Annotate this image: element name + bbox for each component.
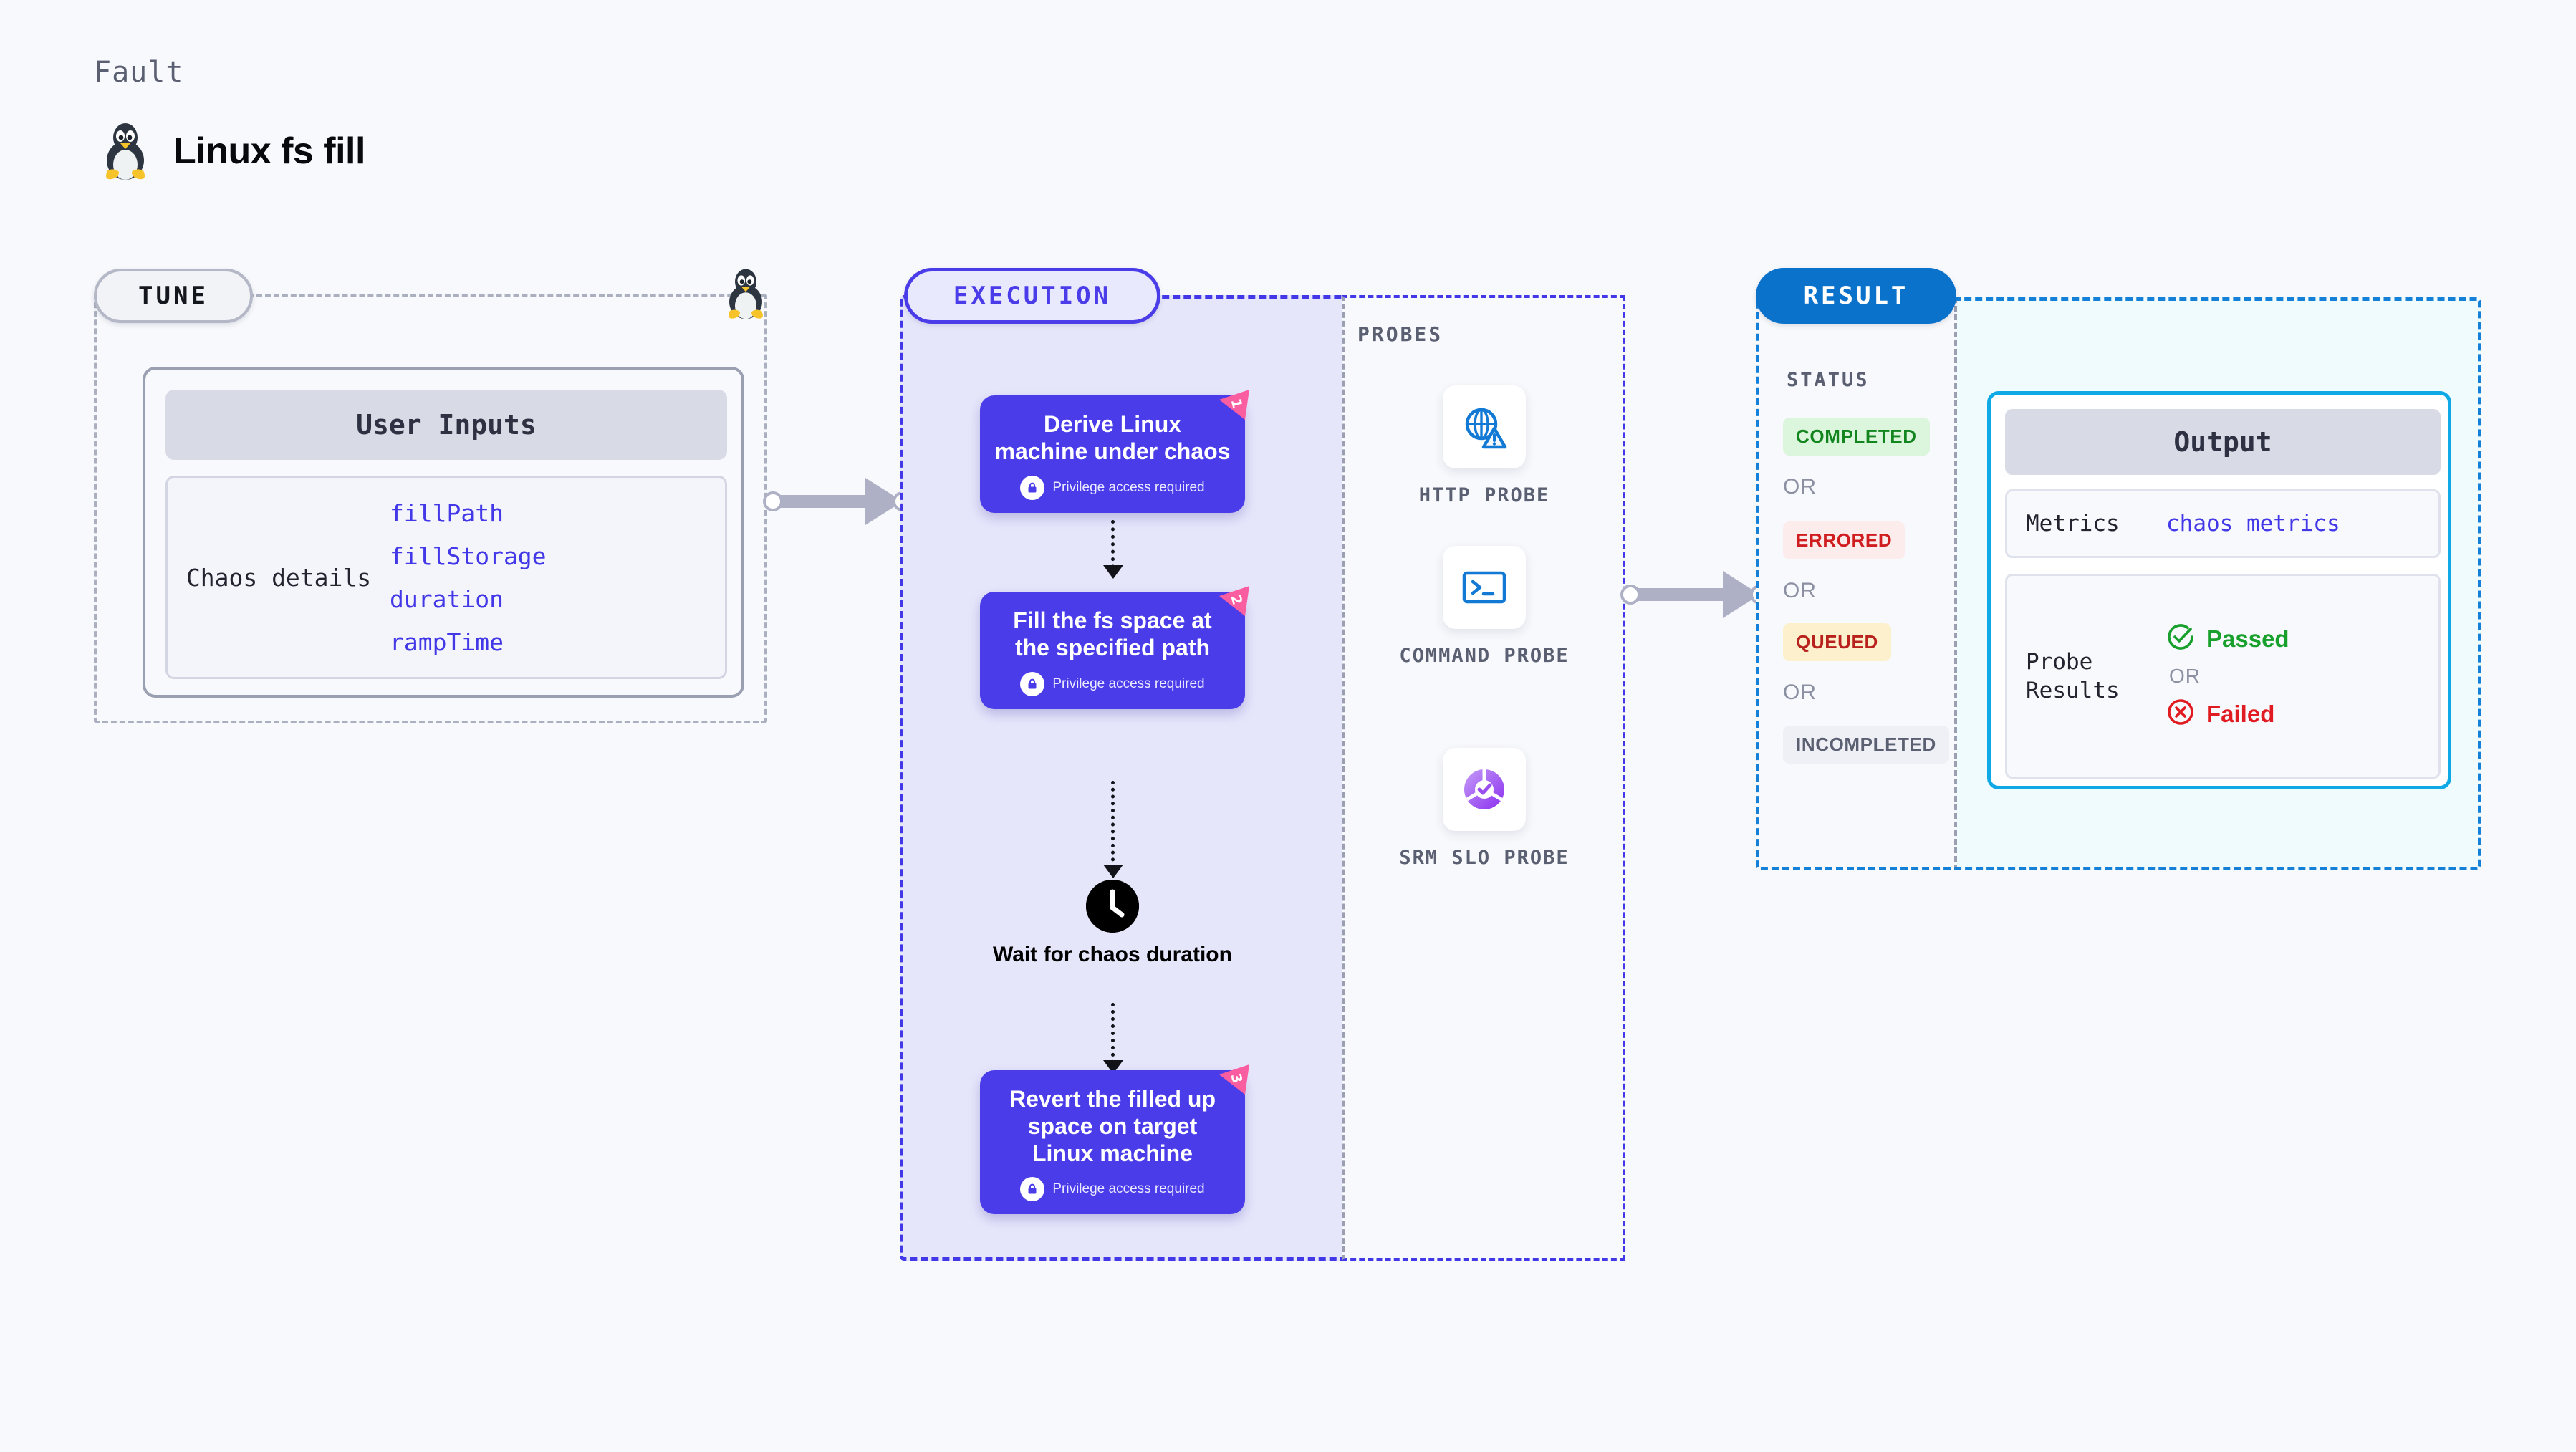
output-card: Output Metrics chaos metrics Probe Resul… bbox=[1987, 391, 2451, 789]
step-privilege-note: Privilege access required bbox=[994, 1177, 1231, 1202]
clock-icon bbox=[1086, 880, 1139, 933]
probe-label: SRM SLO PROBE bbox=[1399, 847, 1570, 869]
lock-icon bbox=[1020, 475, 1045, 500]
probe-label: COMMAND PROBE bbox=[1399, 645, 1570, 667]
result-status-column bbox=[1756, 297, 1957, 870]
param-fillpath[interactable]: fillPath bbox=[390, 499, 504, 527]
step-privilege-note: Privilege access required bbox=[994, 671, 1231, 696]
status-badge-completed: COMPLETED bbox=[1783, 418, 1930, 456]
slo-donut-check-icon bbox=[1443, 748, 1526, 831]
fault-title-row: Linux fs fill bbox=[100, 120, 365, 182]
probe-http[interactable]: HTTP PROBE bbox=[1398, 385, 1570, 509]
svg-text:2: 2 bbox=[1228, 593, 1246, 606]
step-privilege-text: Privilege access required bbox=[1052, 1181, 1205, 1197]
metrics-value[interactable]: chaos metrics bbox=[2166, 511, 2340, 537]
execution-step-1[interactable]: 1 Derive Linux machine under chaos Privi… bbox=[980, 390, 1249, 513]
status-badge-queued: QUEUED bbox=[1783, 623, 1891, 661]
output-metrics-row: Metrics chaos metrics bbox=[2005, 489, 2441, 558]
globe-warning-icon bbox=[1443, 385, 1526, 468]
status-badge-incompleted: INCOMPLETED bbox=[1783, 726, 1949, 764]
flow-arrow-1 bbox=[1103, 520, 1123, 579]
status-title: STATUS bbox=[1787, 369, 1870, 391]
x-circle-icon bbox=[2166, 698, 2195, 730]
chaos-details-params: fillPath fillStorage duration rampTime bbox=[390, 499, 547, 656]
probe-result-passed: Passed bbox=[2166, 622, 2289, 655]
step-number-flag-icon: 2 bbox=[1209, 580, 1255, 626]
lock-icon bbox=[1020, 671, 1045, 696]
param-fillstorage[interactable]: fillStorage bbox=[390, 542, 547, 570]
metrics-key: Metrics bbox=[2026, 510, 2120, 537]
tune-linux-penguin-icon bbox=[724, 266, 768, 324]
output-probe-results-row: Probe Results Passed OR bbox=[2005, 574, 2441, 779]
probe-label: HTTP PROBE bbox=[1418, 484, 1550, 506]
result-panel bbox=[1756, 297, 2481, 870]
step-privilege-note: Privilege access required bbox=[994, 475, 1231, 500]
execution-step-3[interactable]: 3 Revert the filled up space on target L… bbox=[980, 1064, 1249, 1215]
step-title: Fill the fs space at the specified path bbox=[1013, 607, 1212, 660]
status-or-1: OR bbox=[1783, 475, 1817, 499]
param-duration[interactable]: duration bbox=[390, 585, 504, 613]
probe-results-values: Passed OR Failed bbox=[2166, 622, 2289, 730]
fault-kicker-label: Fault bbox=[94, 56, 184, 89]
wait-for-chaos-duration-label: Wait for chaos duration bbox=[993, 943, 1232, 966]
step-title: Revert the filled up space on target Lin… bbox=[1009, 1086, 1216, 1166]
linux-penguin-icon bbox=[100, 120, 150, 182]
probe-result-failed: Failed bbox=[2166, 698, 2289, 730]
failed-label: Failed bbox=[2206, 700, 2275, 727]
status-or-3: OR bbox=[1783, 681, 1817, 704]
flow-arrow-3 bbox=[1103, 1003, 1123, 1074]
param-ramptime[interactable]: rampTime bbox=[390, 628, 504, 656]
step-title: Derive Linux machine under chaos bbox=[994, 411, 1231, 464]
connector-execution-to-result bbox=[1620, 566, 1770, 623]
probe-result-or: OR bbox=[2169, 665, 2201, 687]
status-or-2: OR bbox=[1783, 579, 1817, 602]
check-circle-icon bbox=[2166, 622, 2195, 655]
result-badge[interactable]: RESULT bbox=[1756, 268, 1956, 324]
probe-command[interactable]: COMMAND PROBE bbox=[1398, 546, 1570, 669]
chaos-details-label: Chaos details bbox=[186, 563, 372, 592]
terminal-icon bbox=[1443, 546, 1526, 629]
tune-badge[interactable]: TUNE bbox=[94, 269, 253, 323]
step-number-flag-icon: 3 bbox=[1209, 1059, 1255, 1105]
page-title: Linux fs fill bbox=[173, 130, 365, 172]
probes-title: PROBES bbox=[1357, 322, 1443, 346]
user-inputs-header: User Inputs bbox=[165, 390, 727, 460]
probe-srm-slo[interactable]: SRM SLO PROBE bbox=[1398, 748, 1570, 871]
execution-badge[interactable]: EXECUTION bbox=[904, 268, 1160, 324]
step-number-flag-icon: 1 bbox=[1209, 384, 1255, 430]
execution-step-2[interactable]: 2 Fill the fs space at the specified pat… bbox=[980, 586, 1249, 709]
connector-tune-to-execution bbox=[763, 473, 913, 530]
step-privilege-text: Privilege access required bbox=[1052, 675, 1205, 691]
svg-text:3: 3 bbox=[1228, 1072, 1246, 1085]
probe-results-key: Probe Results bbox=[2026, 648, 2120, 703]
flow-arrow-2 bbox=[1103, 781, 1123, 878]
user-inputs-card: User Inputs Chaos details fillPath fillS… bbox=[143, 367, 744, 698]
lock-icon bbox=[1020, 1177, 1045, 1202]
chaos-details-row: Chaos details fillPath fillStorage durat… bbox=[165, 476, 727, 679]
svg-text:1: 1 bbox=[1228, 397, 1246, 410]
status-badge-errored: ERRORED bbox=[1783, 521, 1905, 559]
passed-label: Passed bbox=[2206, 625, 2289, 652]
output-header: Output bbox=[2005, 409, 2441, 475]
step-privilege-text: Privilege access required bbox=[1052, 479, 1205, 495]
